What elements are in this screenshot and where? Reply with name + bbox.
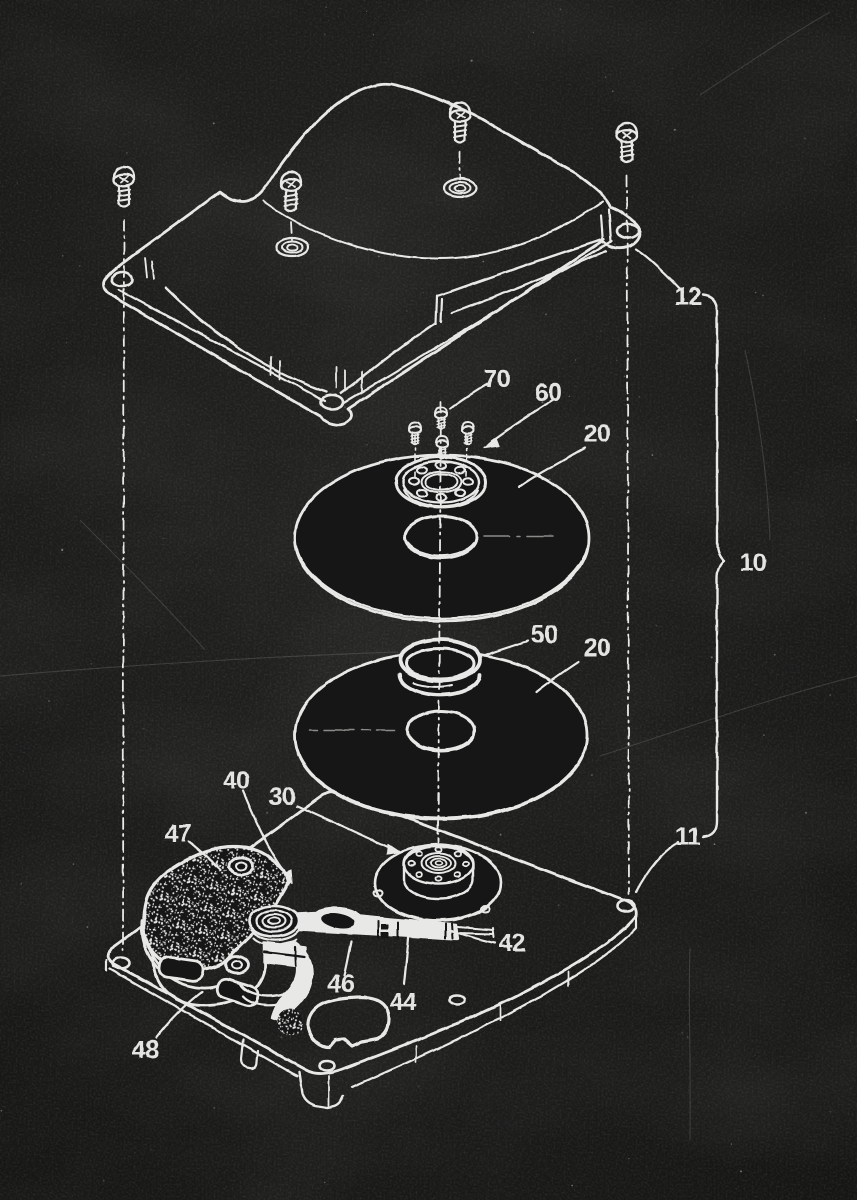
svg-text:42: 42 xyxy=(499,929,526,957)
svg-text:12: 12 xyxy=(675,283,702,311)
svg-text:11: 11 xyxy=(675,823,701,851)
svg-text:40: 40 xyxy=(223,767,250,795)
svg-text:50: 50 xyxy=(531,621,558,649)
svg-text:47: 47 xyxy=(165,820,192,848)
svg-text:20: 20 xyxy=(584,634,611,662)
svg-text:46: 46 xyxy=(328,970,355,998)
svg-text:70: 70 xyxy=(484,365,511,393)
svg-text:10: 10 xyxy=(740,549,767,577)
svg-text:48: 48 xyxy=(132,1036,159,1064)
svg-text:60: 60 xyxy=(535,379,562,407)
svg-text:30: 30 xyxy=(269,783,296,811)
svg-text:44: 44 xyxy=(390,988,417,1016)
svg-text:20: 20 xyxy=(584,420,611,448)
